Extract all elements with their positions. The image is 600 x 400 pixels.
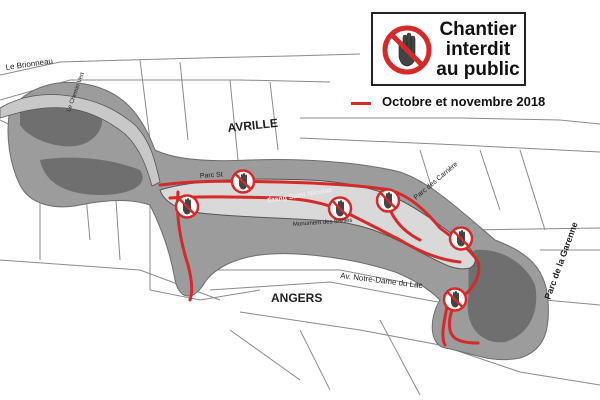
label-parc-st: Parc St <box>200 171 223 180</box>
legend-title-line-3: au public <box>436 59 520 80</box>
no-entry-hand-icon <box>448 226 474 251</box>
label-parc-garenne: Parc de la Garenne <box>542 221 579 301</box>
legend-box: Chantier interdit au public <box>371 12 526 86</box>
legend-title-line-1: Chantier <box>439 19 517 40</box>
legend-title: Chantier interdit au public <box>433 20 523 80</box>
no-entry-hand-icon <box>230 169 256 194</box>
label-monument: Monument des fusillés <box>293 218 353 228</box>
label-avrille: AVRILLE <box>227 116 279 135</box>
no-entry-hand-icon <box>375 188 401 213</box>
prohibition-markers <box>174 169 474 312</box>
label-angers: ANGERS <box>271 291 322 305</box>
no-entry-hand-icon <box>174 194 200 219</box>
legend-title-line-2: interdit <box>445 39 511 60</box>
no-entry-hand-icon <box>442 287 468 312</box>
label-le-brionneau: Le Brionneau <box>5 56 53 72</box>
stream-brionneau <box>0 94 161 187</box>
legend-route-swatch <box>351 102 371 105</box>
no-entry-hand-icon <box>382 25 432 75</box>
wooded-zones <box>20 96 537 343</box>
legend-period: Octobre et novembre 2018 <box>382 94 546 109</box>
no-entry-hand-icon <box>327 196 353 221</box>
